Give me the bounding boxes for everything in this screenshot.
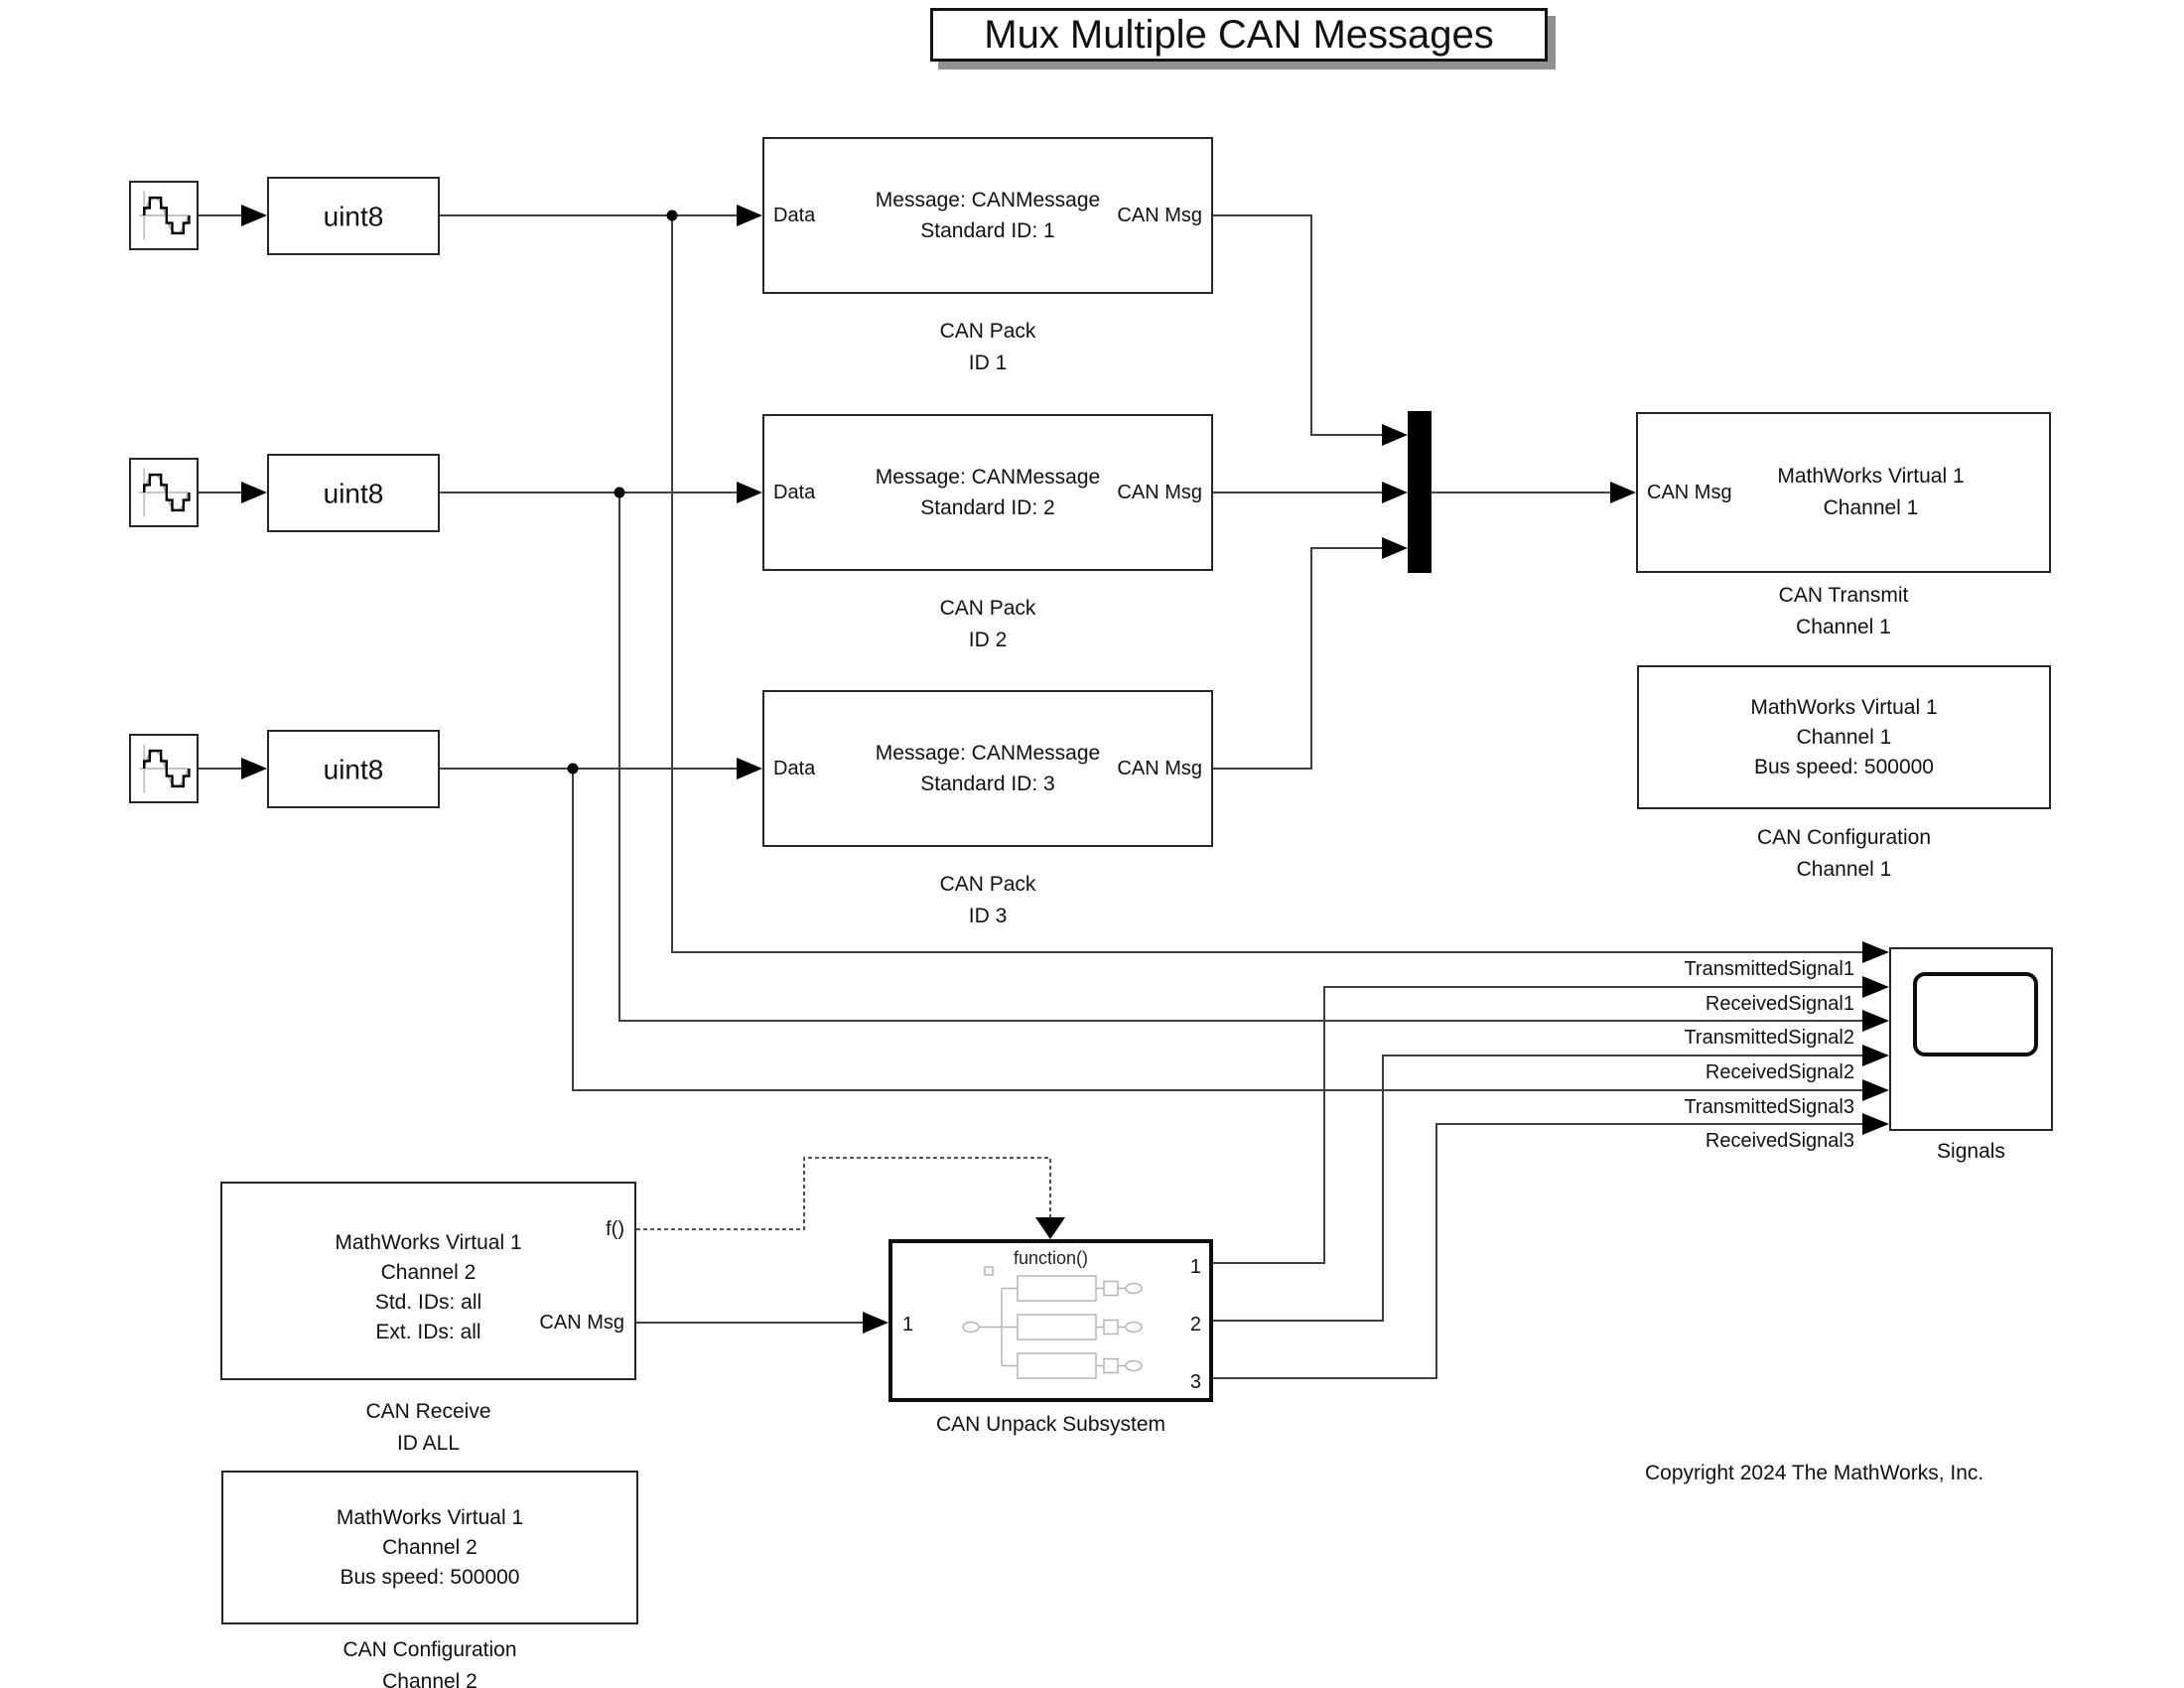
subsystem-header: function() [1013, 1248, 1089, 1268]
pack-id-line: Standard ID: 3 [920, 773, 1055, 795]
can-pack-caption-3: CAN Pack ID 3 [939, 873, 1036, 927]
pack-id-line: Standard ID: 2 [920, 496, 1055, 519]
port-can-msg-out: CAN Msg [1117, 758, 1202, 779]
data-type-conversion-block-2[interactable]: uint8 [267, 454, 440, 532]
can-configuration-caption-1: CAN Configuration Channel 1 [1756, 826, 1932, 881]
scope-caption: Signals [1937, 1140, 2005, 1163]
stepped-sine-wave-icon [139, 468, 191, 517]
data-type-conversion-block-3[interactable]: uint8 [267, 730, 440, 808]
stepped-sine-wave-icon [139, 191, 191, 240]
conversion-label: uint8 [323, 478, 384, 508]
transmit-device-line: MathWorks Virtual 1 [1777, 465, 1965, 488]
can-pack-block-2[interactable]: Data Message: CANMessage Standard ID: 2 … [762, 414, 1213, 571]
port-in-1: 1 [902, 1314, 914, 1336]
copyright-note: Copyright 2024 The MathWorks, Inc. [1645, 1462, 1984, 1484]
wire-received1[interactable] [1213, 986, 1864, 1264]
port-out-2: 2 [1189, 1314, 1201, 1336]
signal-source-block-1[interactable] [129, 181, 199, 250]
port-can-msg-out: CAN Msg [1117, 482, 1202, 503]
scope-block[interactable] [1889, 947, 2053, 1131]
pack-message-line: Message: CANMessage [875, 742, 1101, 765]
wire-received3[interactable] [1213, 1123, 1864, 1379]
can-pack-caption-1: CAN Pack ID 1 [939, 320, 1036, 374]
can-transmit-caption: CAN Transmit Channel 1 [1778, 584, 1909, 638]
port-function-call-out: f() [606, 1218, 624, 1240]
signal-source-block-2[interactable] [129, 458, 199, 527]
wire-branch-transmitted3[interactable] [572, 769, 1864, 1091]
wire-branch-transmitted2[interactable] [618, 492, 1864, 1022]
pack-message-line: Message: CANMessage [875, 466, 1101, 489]
signal-label-transmitted2[interactable]: TransmittedSignal2 [1684, 1027, 1854, 1049]
diagram-title[interactable]: Mux Multiple CAN Messages [930, 8, 1548, 62]
port-out-1: 1 [1189, 1256, 1201, 1278]
port-can-msg-out: CAN Msg [1117, 205, 1202, 226]
can-pack-block-3[interactable]: Data Message: CANMessage Standard ID: 3 … [762, 690, 1213, 847]
conversion-label: uint8 [323, 201, 384, 231]
diagram-title-text: Mux Multiple CAN Messages [984, 12, 1494, 57]
can-configuration-caption-2: CAN Configuration Channel 2 [342, 1638, 517, 1688]
port-data-in: Data [773, 758, 816, 779]
signal-label-transmitted1[interactable]: TransmittedSignal1 [1684, 958, 1854, 980]
trigger-arrowhead [1035, 1217, 1065, 1239]
junction-dots [567, 210, 678, 774]
can-receive-caption: CAN Receive ID ALL [365, 1400, 491, 1455]
can-transmit-block[interactable]: CAN Msg MathWorks Virtual 1 Channel 1 [1636, 412, 2051, 573]
can-configuration-block-1[interactable]: MathWorks Virtual 1 Channel 1 Bus speed:… [1637, 665, 2051, 809]
can-receive-block[interactable]: f() MathWorks Virtual 1 Channel 2 Std. I… [220, 1182, 636, 1380]
pack-message-line: Message: CANMessage [875, 189, 1101, 211]
wire-pack1-to-mux[interactable] [1213, 214, 1384, 436]
signal-label-received2[interactable]: ReceivedSignal2 [1705, 1061, 1854, 1083]
can-unpack-subsystem-caption: CAN Unpack Subsystem [935, 1413, 1166, 1436]
port-can-msg-in: CAN Msg [1647, 482, 1732, 503]
port-can-msg-out: CAN Msg [539, 1312, 624, 1334]
signal-label-transmitted3[interactable]: TransmittedSignal3 [1684, 1096, 1854, 1118]
transmit-channel-line: Channel 1 [1823, 496, 1919, 519]
wire-branch-transmitted1[interactable] [671, 215, 1864, 953]
signal-label-received3[interactable]: ReceivedSignal3 [1705, 1130, 1854, 1152]
port-data-in: Data [773, 205, 816, 226]
arrowheads [241, 205, 1889, 1334]
mux-block[interactable] [1408, 411, 1432, 573]
pack-id-line: Standard ID: 1 [920, 219, 1055, 242]
data-type-conversion-block-1[interactable]: uint8 [267, 177, 440, 255]
subsystem-contents-thumbnail-icon [962, 1266, 1143, 1379]
wire-received2[interactable] [1213, 1055, 1864, 1322]
port-data-in: Data [773, 482, 816, 503]
can-pack-caption-2: CAN Pack ID 2 [939, 597, 1036, 651]
signal-source-block-3[interactable] [129, 734, 199, 803]
can-pack-block-1[interactable]: Data Message: CANMessage Standard ID: 1 … [762, 137, 1213, 294]
conversion-label: uint8 [323, 754, 384, 784]
port-out-3: 3 [1189, 1371, 1201, 1393]
signal-label-received1[interactable]: ReceivedSignal1 [1705, 993, 1854, 1015]
can-unpack-subsystem-block[interactable]: function() 1 1 2 3 [888, 1239, 1213, 1402]
can-configuration-block-2[interactable]: MathWorks Virtual 1 Channel 2 Bus speed:… [221, 1471, 638, 1624]
wire-pack3-to-mux[interactable] [1213, 547, 1384, 770]
wire-function-call-dashed[interactable] [636, 1157, 1051, 1230]
stepped-sine-wave-icon [139, 744, 191, 793]
scope-screen-icon [1913, 972, 2038, 1056]
